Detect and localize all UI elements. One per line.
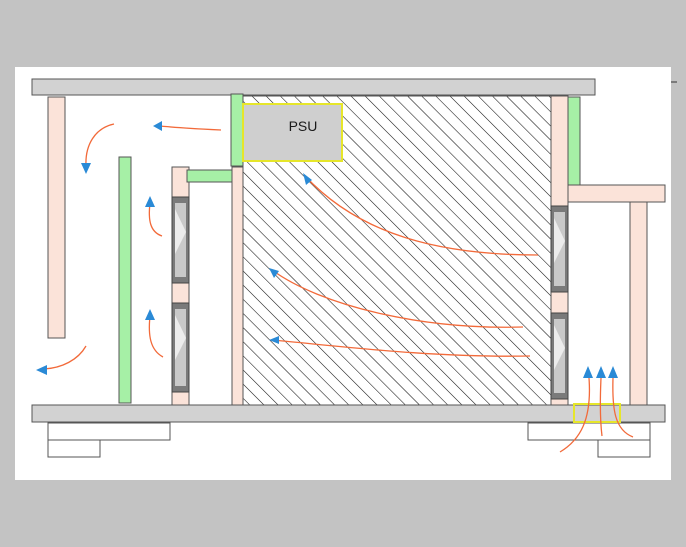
arrowhead-middle — [269, 268, 279, 278]
left-foot-top — [47, 422, 171, 441]
right-lower-fan — [550, 312, 569, 400]
arrowhead-psu — [303, 173, 312, 185]
arrowhead-exhaust-top — [81, 163, 91, 174]
psu-label: PSU — [289, 118, 318, 134]
arrowhead-left-upper — [145, 196, 155, 207]
left-lower-fan — [171, 302, 190, 393]
cool-airflow — [43, 123, 115, 370]
hot-air-intake-2 — [599, 377, 603, 437]
arrowhead-intake-2 — [596, 366, 606, 378]
hot-airflow — [148, 125, 634, 453]
hot-air-left-upper — [148, 202, 163, 237]
right-leg — [629, 201, 648, 406]
hot-air-top — [159, 125, 222, 131]
arrowhead-lower — [269, 336, 279, 344]
right-green-post — [567, 96, 581, 186]
hot-air-left-lower — [148, 315, 164, 358]
right-upper-fan — [550, 205, 569, 293]
arrowhead-left-lower — [145, 309, 155, 320]
psu-box: PSU — [242, 103, 343, 162]
hot-air-path-middle — [271, 269, 524, 328]
hot-air-arrowheads — [145, 121, 618, 378]
right-foot-bottom — [597, 439, 651, 458]
center-pillar — [231, 166, 244, 406]
exhaust-top-curve — [85, 123, 115, 167]
bottom-frame — [31, 404, 666, 423]
top-frame — [31, 78, 596, 96]
arrowhead-intake-1 — [583, 366, 593, 378]
arrowhead-exhaust-bottom — [36, 365, 47, 375]
center-green-post — [230, 93, 244, 167]
hot-air-path-lower — [271, 339, 531, 357]
arrowhead-top — [153, 121, 162, 131]
right-foot-top — [527, 422, 651, 441]
arrowhead-intake-3 — [608, 366, 618, 378]
hot-air-intake-1 — [559, 377, 591, 453]
hot-air-path-psu — [304, 175, 539, 256]
left-upper-fan — [171, 196, 190, 284]
left-foot-bottom — [47, 439, 101, 458]
exhaust-bottom-curve — [43, 345, 87, 370]
left-outer-wall — [47, 96, 66, 339]
left-green-baffle — [118, 156, 132, 404]
hot-air-intake-3 — [612, 377, 634, 438]
right-shelf — [567, 184, 666, 203]
cool-air-arrowheads — [36, 163, 91, 375]
intake-vent — [573, 403, 621, 423]
